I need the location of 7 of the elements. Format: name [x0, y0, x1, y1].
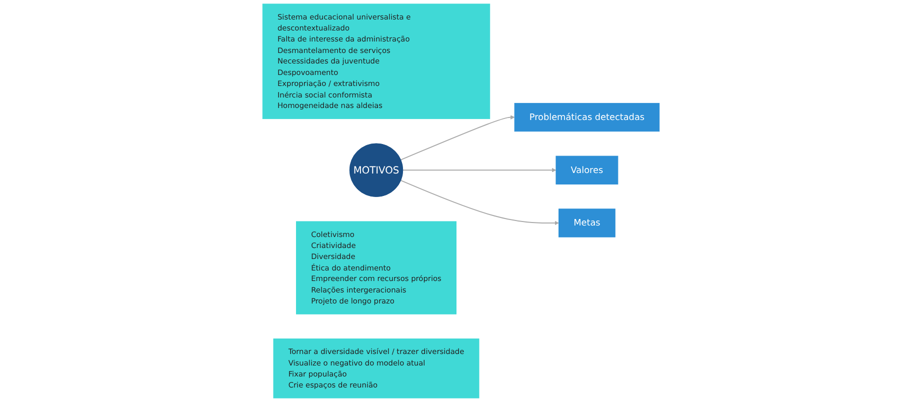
node-box: Problemáticas detectadas [514, 102, 660, 132]
node-box: Metas [558, 208, 616, 238]
arrow [402, 168, 556, 172]
node-box: Valores [556, 156, 618, 184]
arrow [400, 180, 559, 226]
node-circle: MOTIVOS [349, 143, 404, 198]
arrow [400, 115, 515, 160]
